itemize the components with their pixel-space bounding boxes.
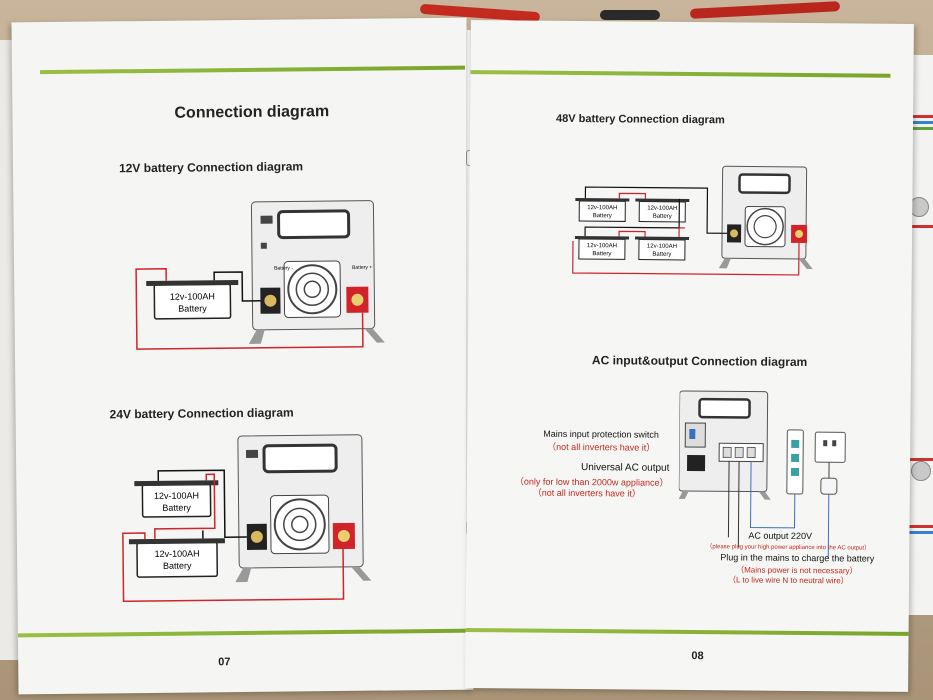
screw-icon <box>911 461 931 481</box>
note-mains-switch: （not all inverters have it） <box>547 441 656 453</box>
universal-outlet <box>686 454 706 472</box>
label-ac-output: AC output 220V <box>748 530 813 542</box>
wire-black <box>157 469 247 538</box>
wire-black <box>827 494 830 559</box>
label-mains-switch: Mains input protection switch <box>543 428 659 440</box>
wire-black <box>584 198 680 237</box>
svg-text:Battery: Battery <box>163 561 192 571</box>
label-plug-mains: Plug in the mains to charge the battery <box>720 552 875 564</box>
wire-black <box>727 461 730 538</box>
inverter-handle <box>738 173 791 195</box>
label-universal-output: Universal AC output <box>580 462 670 474</box>
bottom-band <box>465 628 909 636</box>
wire-black <box>213 271 261 302</box>
svg-text:Battery: Battery <box>652 252 671 258</box>
svg-text:Battery: Battery <box>593 213 612 219</box>
wire-red <box>678 227 686 237</box>
section-heading-ac: AC input&output Connection diagram <box>591 353 808 370</box>
wire-red <box>618 230 646 237</box>
inverter-handle <box>262 443 338 474</box>
svg-text:Battery: Battery <box>592 251 611 257</box>
bottom-band <box>17 628 473 638</box>
svg-text:Battery -: Battery - <box>274 265 293 271</box>
svg-text:Battery: Battery <box>178 303 207 313</box>
page-number: 07 <box>218 656 231 669</box>
svg-text:12v-100AH: 12v-100AH <box>154 548 199 558</box>
battery-label: 12v-100AH <box>170 291 215 301</box>
section-heading-24v: 24V battery Connection diagram <box>109 405 294 422</box>
note-universal-2: （not all inverters have it） <box>532 487 641 499</box>
section-heading-12v: 12V battery Connection diagram <box>118 159 304 176</box>
wire-red <box>572 240 800 276</box>
note-plug-2: （L to live wire N to neutral wire） <box>728 575 849 586</box>
manual-page-left: Connection diagram 12V battery Connectio… <box>11 17 474 695</box>
svg-text:12v-100AH: 12v-100AH <box>647 244 677 250</box>
svg-text:Battery +: Battery + <box>352 265 372 271</box>
diagram-ac <box>678 390 846 559</box>
fan-icon <box>287 264 338 315</box>
svg-text:Battery: Battery <box>162 503 191 513</box>
wall-socket <box>814 431 846 463</box>
wire-red <box>135 268 364 350</box>
inverter-handle <box>277 209 351 240</box>
svg-text:Battery: Battery <box>653 214 672 220</box>
svg-text:12v-100AH: 12v-100AH <box>647 206 677 212</box>
diagram-12v: 12v-100AH Battery Battery - Battery + <box>135 200 385 350</box>
fan-grille <box>283 260 342 319</box>
top-band <box>470 70 891 78</box>
fan-icon <box>273 498 326 551</box>
page-number: 08 <box>691 650 704 663</box>
diagram-24v: 12v-100AH Battery 12v-100AH Battery <box>122 434 372 603</box>
svg-text:12v-100AH: 12v-100AH <box>154 490 199 500</box>
wire-red <box>122 532 345 603</box>
black-cable <box>600 10 660 20</box>
mains-plug <box>820 477 838 495</box>
wire-red <box>154 473 216 539</box>
svg-text:12v-100AH: 12v-100AH <box>587 243 617 249</box>
fan-grille <box>744 206 786 248</box>
note-ac-output: （please plug your high power appliance i… <box>706 544 871 552</box>
svg-text:12v-100AH: 12v-100AH <box>587 205 617 211</box>
fan-grille <box>270 494 330 555</box>
manual-page-right: 48V battery Connection diagram 12v-100AH… <box>465 20 914 692</box>
wire-black <box>584 186 728 234</box>
section-heading-48v: 48V battery Connection diagram <box>556 112 725 127</box>
inverter-handle <box>698 397 751 419</box>
page-title: Connection diagram <box>174 103 330 122</box>
fan-icon <box>746 207 784 246</box>
wire-red <box>618 192 647 199</box>
wire-blue <box>750 461 796 529</box>
top-band <box>39 65 466 75</box>
inverter-display <box>260 215 273 224</box>
diagram-48v: 12v-100AH Battery 12v-100AH Battery 12v-10… <box>572 165 813 276</box>
wire-black <box>737 461 740 548</box>
